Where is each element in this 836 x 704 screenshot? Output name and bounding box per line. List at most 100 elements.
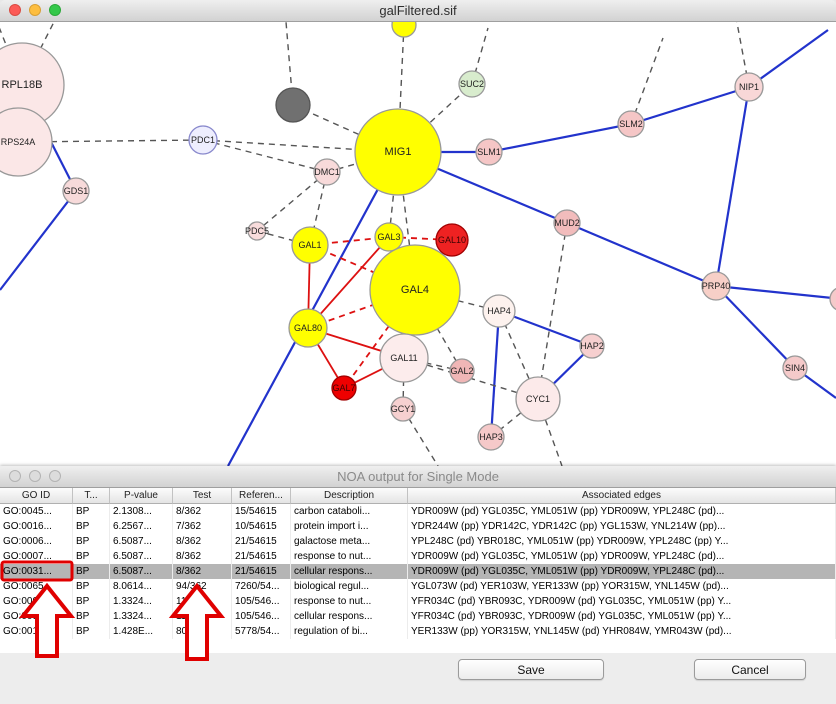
network-node-HAP4[interactable] xyxy=(482,294,516,328)
cell-3: 11/362 xyxy=(173,609,232,624)
network-edge[interactable] xyxy=(537,222,568,400)
cell-1: BP xyxy=(73,504,110,519)
network-graph: RPL18BRPS24AGDS1PDC1MIG1SUC2SLM1SLM2NIP1… xyxy=(0,22,836,466)
network-node-GAL1[interactable] xyxy=(291,226,329,264)
network-node-label: HAP2 xyxy=(580,341,604,351)
close-button[interactable] xyxy=(9,4,21,16)
network-node-GAL80[interactable] xyxy=(288,308,328,348)
table-filler xyxy=(0,639,836,653)
network-edge[interactable] xyxy=(17,139,204,143)
network-edge[interactable] xyxy=(309,244,416,291)
cell-4: 5778/54... xyxy=(232,624,291,639)
network-edge[interactable] xyxy=(0,190,77,291)
network-edge[interactable] xyxy=(715,285,796,369)
network-node-MIG1[interactable] xyxy=(354,108,442,196)
network-node-GCY1[interactable] xyxy=(390,396,416,422)
network-edge[interactable] xyxy=(202,139,328,173)
cell-4: 15/54615 xyxy=(232,504,291,519)
network-edge[interactable] xyxy=(307,289,416,329)
network-node-GAL10[interactable] xyxy=(435,223,469,257)
zoom-button[interactable] xyxy=(49,4,61,16)
column-header-2[interactable]: P-value xyxy=(110,488,173,504)
noa-window-titlebar[interactable]: NOA output for Single Mode xyxy=(0,466,836,488)
network-node-PDC5[interactable] xyxy=(247,221,267,241)
column-header-1[interactable]: T... xyxy=(73,488,110,504)
network-node-GAL7[interactable] xyxy=(331,375,357,401)
noa-window-title: NOA output for Single Mode xyxy=(337,469,499,484)
cell-2: 6.5087... xyxy=(110,549,173,564)
network-node-DMC1[interactable] xyxy=(313,158,341,186)
network-node-SLM1[interactable] xyxy=(475,138,503,166)
network-node-RPS24A[interactable] xyxy=(0,107,53,177)
column-header-0[interactable]: GO ID xyxy=(0,488,73,504)
cell-1: BP xyxy=(73,519,110,534)
column-header-6[interactable]: Associated edges xyxy=(408,488,836,504)
network-node-label: SUC2 xyxy=(460,79,484,89)
network-node-HAP2[interactable] xyxy=(579,333,605,359)
network-edge[interactable] xyxy=(471,27,489,85)
close-button[interactable] xyxy=(9,470,21,482)
network-edge[interactable] xyxy=(715,284,836,300)
cell-5: response to nut... xyxy=(291,549,408,564)
network-node-NIP1[interactable] xyxy=(734,72,764,102)
column-header-3[interactable]: Test xyxy=(173,488,232,504)
minimize-button[interactable] xyxy=(29,470,41,482)
network-edge[interactable] xyxy=(256,171,328,232)
cell-4: 7260/54... xyxy=(232,579,291,594)
network-edge[interactable] xyxy=(402,357,405,410)
cell-6: YPL248C (pd) YBR018C, YML051W (pp) YDR00… xyxy=(408,534,836,549)
network-edge[interactable] xyxy=(292,104,399,153)
network-edge[interactable] xyxy=(714,86,751,287)
network-edge[interactable] xyxy=(489,310,501,438)
network-edge[interactable] xyxy=(566,221,717,288)
network-node-GAL11[interactable] xyxy=(379,333,429,383)
network-node-unlabeled-gray[interactable] xyxy=(275,87,311,123)
cell-6: YFR034C (pd) YBR093C, YDR009W (pd) YGL03… xyxy=(408,609,836,624)
network-edge[interactable] xyxy=(630,37,664,125)
minimize-button[interactable] xyxy=(29,4,41,16)
network-edge[interactable] xyxy=(748,29,829,88)
cell-0: GO:0065... xyxy=(0,579,73,594)
cancel-button[interactable]: Cancel xyxy=(694,659,806,680)
column-header-4[interactable]: Referen... xyxy=(232,488,291,504)
network-edge[interactable] xyxy=(488,122,632,154)
network-edge[interactable] xyxy=(343,289,416,389)
network-edge[interactable] xyxy=(630,85,750,126)
network-node-GAL3[interactable] xyxy=(374,222,404,252)
network-node-SLM2[interactable] xyxy=(617,110,645,138)
column-header-5[interactable]: Description xyxy=(291,488,408,504)
network-window-titlebar[interactable]: galFiltered.sif xyxy=(0,0,836,22)
network-node-GAL2[interactable] xyxy=(449,358,475,384)
network-node-GAL4[interactable] xyxy=(369,244,461,336)
save-button[interactable]: Save xyxy=(458,659,604,680)
network-node-PDC1[interactable] xyxy=(188,125,218,155)
network-node-SIN4[interactable] xyxy=(782,355,808,381)
network-node-PRP40[interactable] xyxy=(701,271,731,301)
cell-0: GO:0007... xyxy=(0,549,73,564)
network-node-GDS1[interactable] xyxy=(62,177,90,205)
cell-0: GO:0031... xyxy=(0,564,73,579)
network-node-top-yellow[interactable] xyxy=(391,22,417,38)
network-node-CYC1[interactable] xyxy=(515,376,561,422)
network-edge[interactable] xyxy=(307,236,390,329)
network-node-SUC2[interactable] xyxy=(458,70,486,98)
network-node-label: GAL3 xyxy=(377,232,400,242)
cell-2: 1.3324... xyxy=(110,594,173,609)
cell-0: GO:0007... xyxy=(0,594,73,609)
network-node-edge-right[interactable] xyxy=(829,287,836,311)
zoom-button[interactable] xyxy=(49,470,61,482)
network-node-MUD2[interactable] xyxy=(553,209,581,237)
network-node-HAP3[interactable] xyxy=(477,423,505,451)
